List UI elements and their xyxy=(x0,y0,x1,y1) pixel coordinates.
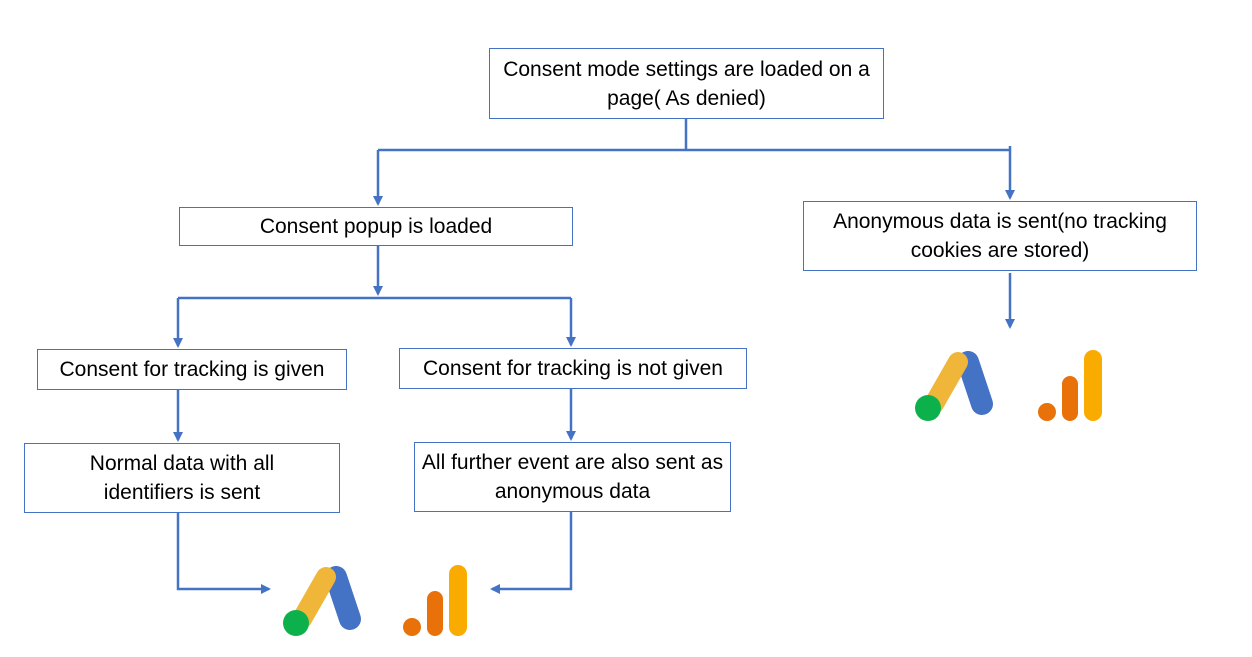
google-ads-icon xyxy=(915,351,993,421)
node-consent-given-label: Consent for tracking is given xyxy=(59,358,325,381)
analytics-tall-bar xyxy=(449,565,467,636)
google-analytics-icon xyxy=(1038,350,1102,421)
analytics-mid-bar xyxy=(427,591,443,636)
ads-yellow-bar xyxy=(924,352,968,414)
node-consent-not-given-label: Consent for tracking is not given xyxy=(423,357,723,380)
ads-blue-bar xyxy=(325,566,361,630)
node-further-events-label: All further event are also sent as anony… xyxy=(421,451,724,503)
analytics-tall-bar xyxy=(1084,350,1102,421)
node-consent-popup-label: Consent popup is loaded xyxy=(259,215,493,238)
ads-yellow-bar xyxy=(292,567,336,629)
ads-blue-bar xyxy=(957,351,993,415)
google-ads-icon-bottom xyxy=(283,566,361,636)
ads-green-dot xyxy=(283,610,309,636)
node-consent-popup: Consent popup is loaded xyxy=(179,207,573,246)
analytics-dot xyxy=(403,618,421,636)
analytics-mid-bar xyxy=(1062,376,1078,421)
node-consent-mode-settings-label: Consent mode settings are loaded on a pa… xyxy=(503,57,870,110)
node-consent-given: Consent for tracking is given xyxy=(37,349,347,390)
node-anonymous-data: Anonymous data is sent(no tracking cooki… xyxy=(803,201,1197,271)
node-consent-mode-settings: Consent mode settings are loaded on a pa… xyxy=(489,48,884,119)
node-normal-data-label: Normal data with all identifiers is sent xyxy=(89,452,275,504)
node-further-events: All further event are also sent as anony… xyxy=(414,442,731,512)
arrow-further-to-logos xyxy=(490,510,573,594)
ads-green-dot xyxy=(915,395,941,421)
google-analytics-icon-bottom xyxy=(403,565,467,636)
node-consent-not-given: Consent for tracking is not given xyxy=(399,348,747,389)
node-anonymous-data-label: Anonymous data is sent(no tracking cooki… xyxy=(833,210,1167,262)
analytics-dot xyxy=(1038,403,1056,421)
node-normal-data: Normal data with all identifiers is sent xyxy=(24,443,340,513)
arrow-normal-to-logos xyxy=(176,512,271,594)
